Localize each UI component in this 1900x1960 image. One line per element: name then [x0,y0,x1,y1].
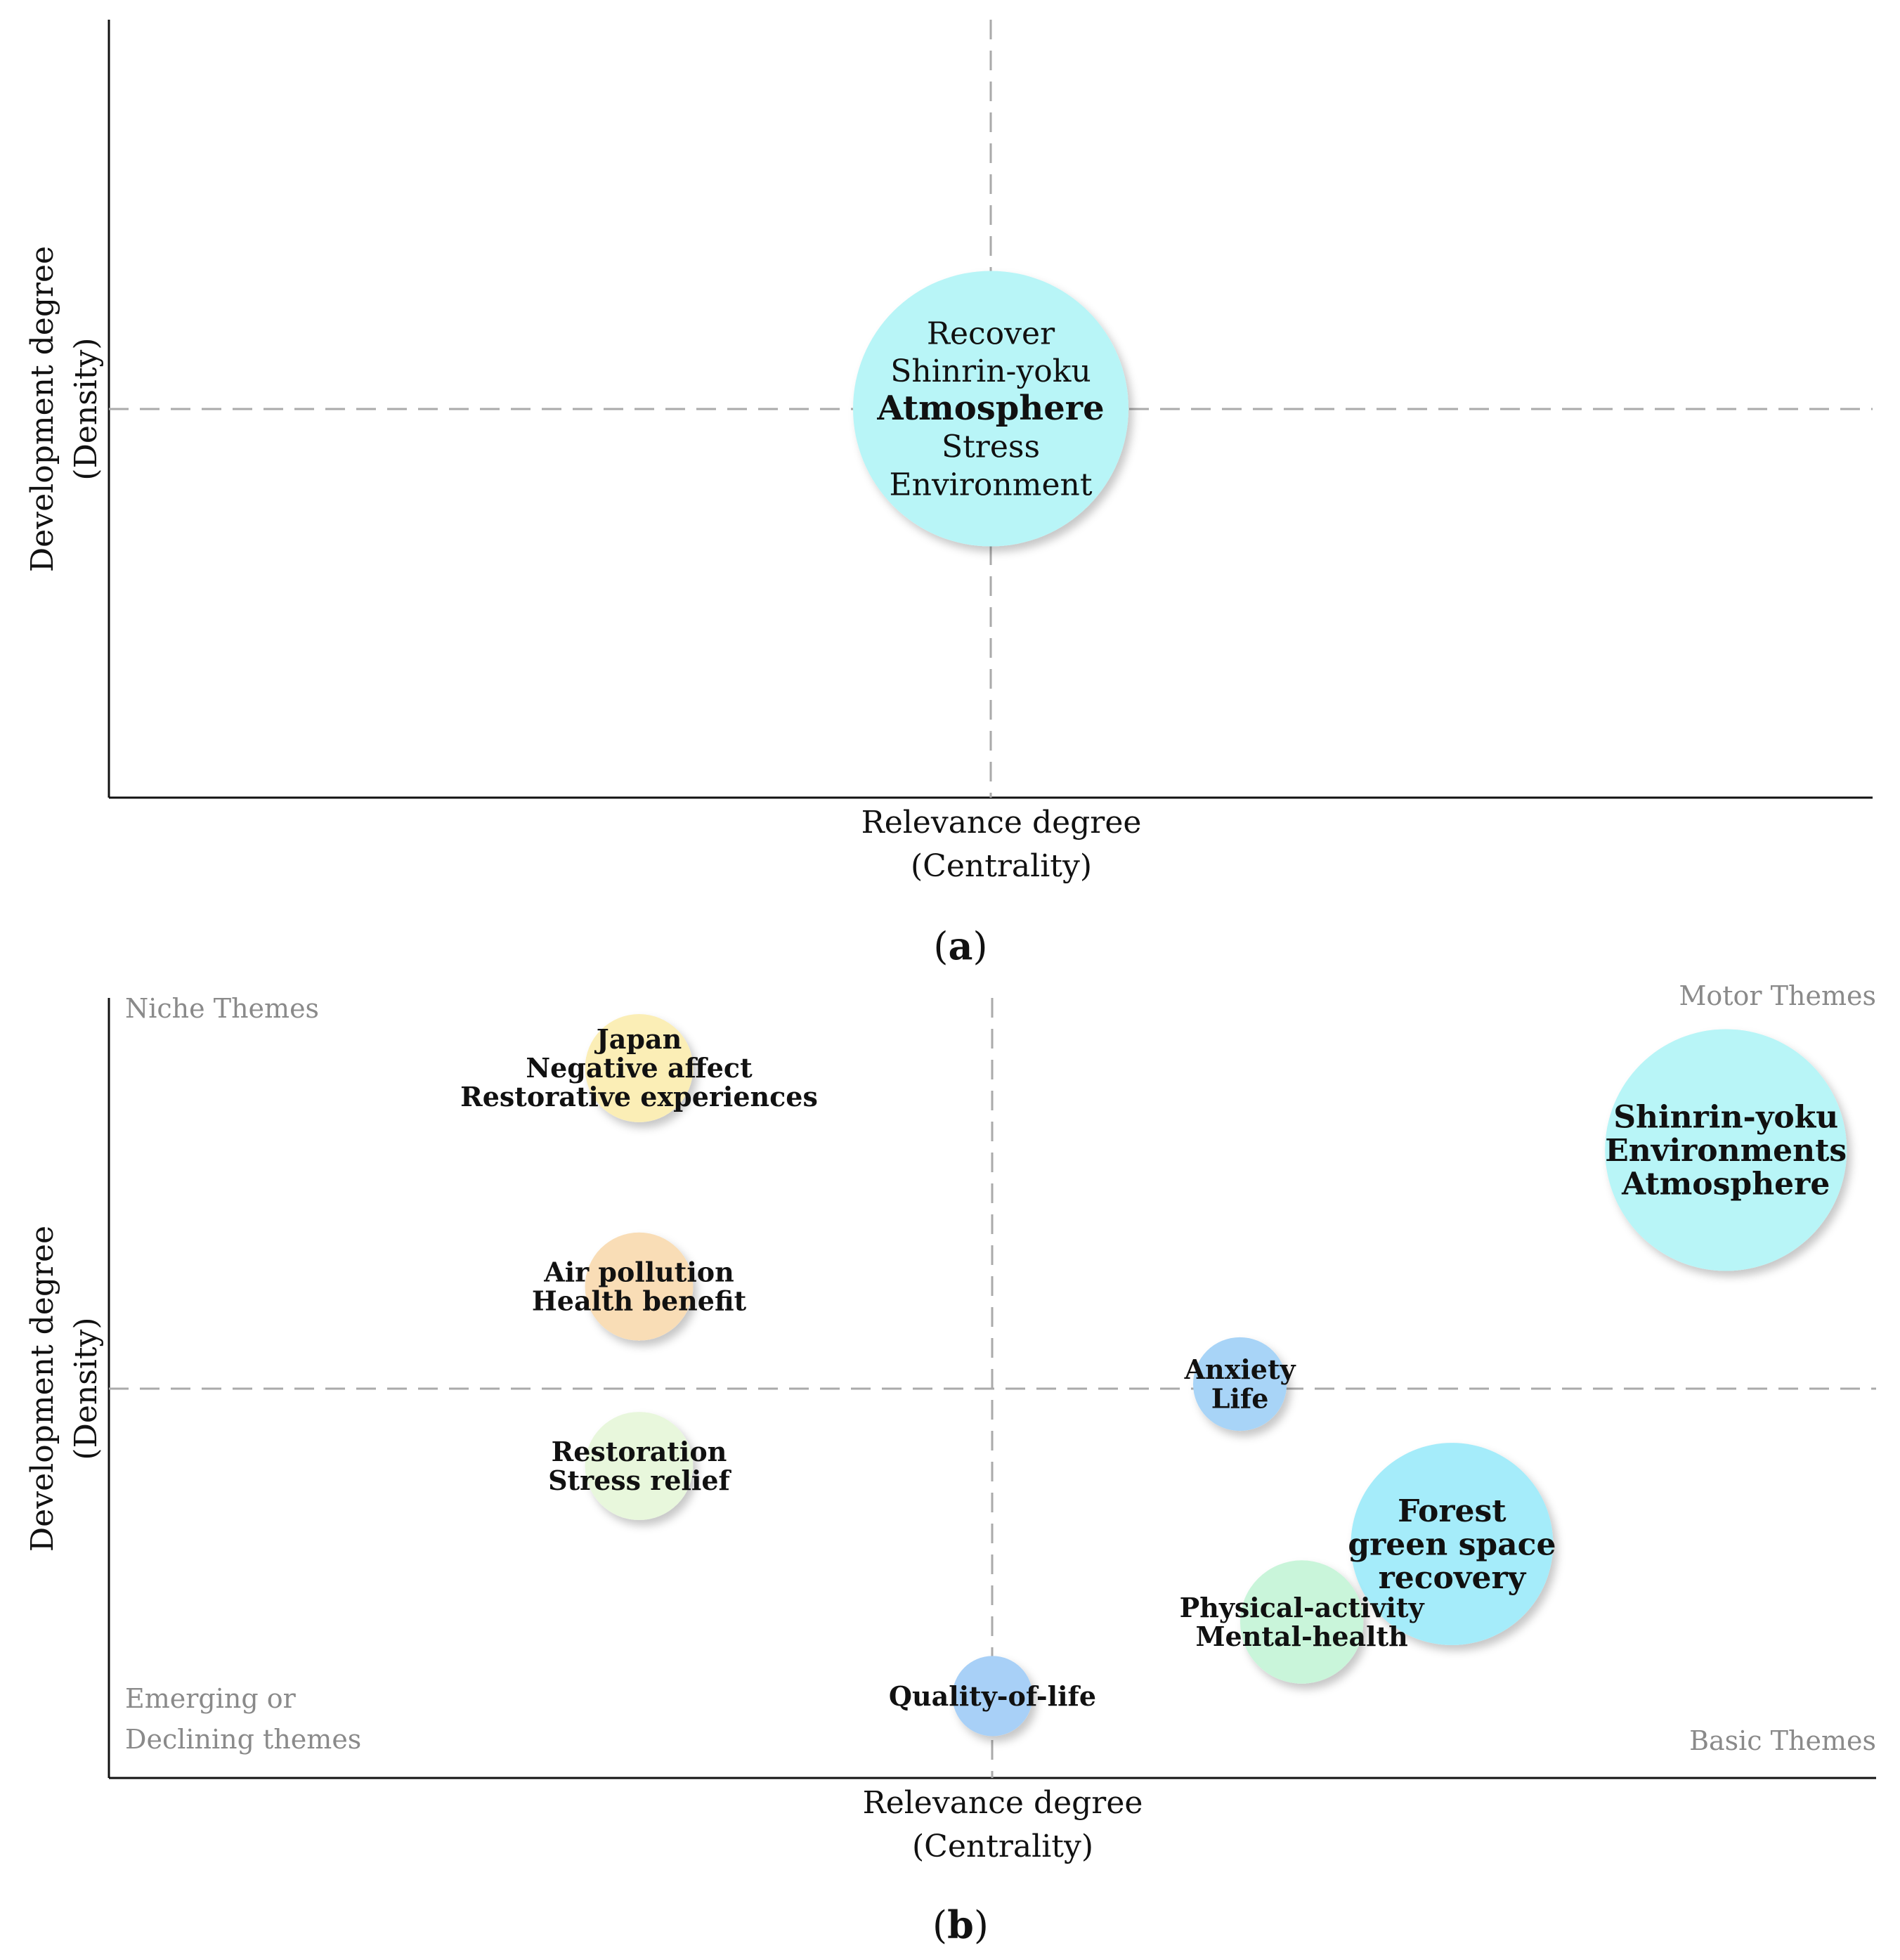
bubble-b-5 [1351,1443,1554,1645]
bubble-keyword: Stress [942,429,1040,465]
panel-b-x-label-line-2: (Centrality) [912,1829,1093,1864]
panel-a-label: (a) [933,923,987,968]
quadrant-label-niche-themes: Niche Themes [125,993,319,1024]
panel-a-x-label-line-2: (Centrality) [911,848,1092,884]
panel-b-y-label-line-2: (Density) [68,1317,104,1460]
panel-b-y-label-line-1: Development degree [25,1226,60,1552]
bubble-keyword: Restoration [552,1436,727,1467]
panel-a-y-label-line-1: Development degree [25,246,60,572]
bubble-keyword: Quality-of-life [889,1680,1096,1712]
bubble-keyword: green space [1348,1526,1556,1562]
bubble-keyword: Air pollution [543,1256,734,1287]
bubble-a-0 [853,271,1128,547]
bubble-keyword: Recover [927,316,1055,352]
bubble-keyword: Health benefit [532,1285,747,1317]
panel-a-x-label-line-1: Relevance degree [861,805,1142,841]
bubble-keyword: Atmosphere [1621,1166,1830,1202]
panel-b-label: (b) [932,1902,989,1947]
bubble-keyword: Environments [1605,1133,1847,1169]
bubble-b-0 [585,1013,694,1122]
bubble-keyword: Restorative experiences [460,1081,818,1112]
bubble-keyword: Stress relief [548,1465,731,1496]
bubble-b-7 [952,1656,1033,1737]
bubble-b-2 [585,1412,694,1520]
panel-b-x-label-line-1: Relevance degree [863,1785,1143,1821]
bubble-keyword: Mental-health [1195,1621,1407,1652]
bubble-keyword: Physical-activity [1180,1592,1425,1623]
quadrant-label-basic-themes: Basic Themes [1689,1725,1876,1756]
bubble-b-3 [1605,1029,1847,1271]
bubble-keyword: Japan [594,1023,682,1055]
panel-b: Niche Themes Motor Themes Emerging or De… [25,980,1876,1947]
bubble-b-4 [1192,1337,1287,1432]
bubble-b-6 [1239,1560,1364,1684]
panel-a: RecoverShinrin-yokuAtmosphereStressEnvir… [25,20,1873,968]
quadrant-label-motor-themes: Motor Themes [1679,980,1876,1011]
panel-a-bubbles: RecoverShinrin-yokuAtmosphereStressEnvir… [853,271,1128,547]
quadrant-label-emerging-line-2: Declining themes [125,1724,361,1755]
bubble-keyword: Environment [889,467,1092,502]
bubble-keyword: Forest [1398,1493,1507,1529]
bubble-keyword: Atmosphere [876,389,1104,428]
bubble-keyword: Shinrin-yoku [1613,1099,1838,1135]
bubble-keyword: Life [1211,1382,1269,1414]
bubble-b-1 [585,1232,694,1341]
bubble-keyword: Anxiety [1184,1354,1296,1385]
bubble-keyword: Shinrin-yoku [890,353,1091,389]
bubble-keyword: Negative affect [526,1052,753,1084]
bubble-keyword: recovery [1379,1560,1527,1596]
panel-a-y-label-line-2: (Density) [68,337,104,480]
quadrant-label-emerging-line-1: Emerging or [125,1683,297,1714]
